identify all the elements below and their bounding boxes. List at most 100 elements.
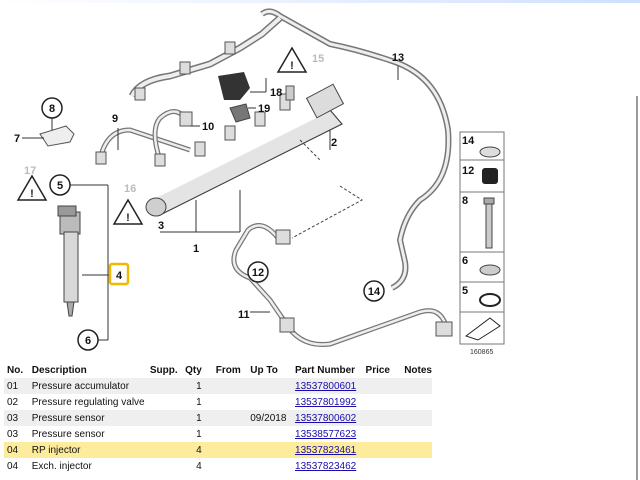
cell-supp [146, 410, 183, 426]
callout-2: 2 [331, 137, 337, 149]
cell-qty: 4 [182, 442, 213, 458]
cell-from [212, 442, 248, 458]
callout-7: 7 [14, 133, 20, 145]
callout-5: 5 [57, 180, 63, 192]
cell-no: 04 [4, 458, 29, 474]
cell-description: RP injector [28, 442, 147, 458]
callout-3: 3 [158, 220, 164, 232]
callout-12: 12 [252, 267, 264, 279]
cell-qty: 1 [182, 394, 213, 410]
callout-14: 14 [368, 286, 381, 298]
col-header-price: Price [362, 362, 402, 378]
panel-label-12: 12 [462, 165, 474, 177]
cell-notes [401, 410, 432, 426]
cell-price [362, 378, 402, 394]
cell-notes [401, 394, 432, 410]
callout-6: 6 [85, 335, 91, 347]
col-header-notes: Notes [401, 362, 432, 378]
cell-supp [146, 378, 183, 394]
callout-19: 19 [258, 103, 270, 115]
cell-qty: 1 [182, 410, 213, 426]
warning-triangle-icon: ! 15 [276, 46, 324, 73]
cell-description: Pressure accumulator [28, 378, 147, 394]
cell-up-to [247, 426, 293, 442]
col-header-from: From [212, 362, 248, 378]
svg-text:!: ! [290, 60, 294, 72]
warning-triangle-icon: ! 17 [16, 165, 48, 201]
callout-13: 13 [392, 52, 404, 64]
callout-4: 4 [116, 270, 123, 282]
col-header-description: Description [28, 362, 147, 378]
table-row: 03 Pressure sensor 1 09/2018 13537800602 [4, 410, 432, 426]
cell-description: Pressure sensor [28, 426, 147, 442]
cell-no: 02 [4, 394, 29, 410]
cell-qty: 1 [182, 378, 213, 394]
cell-no: 01 [4, 378, 29, 394]
callout-9: 9 [112, 113, 118, 125]
panel-label-14: 14 [462, 135, 475, 147]
table-row: 03 Pressure sensor 1 13538577623 [4, 426, 432, 442]
table-row: 01 Pressure accumulator 1 13537800601 [4, 378, 432, 394]
part-number-link[interactable]: 13537800601 [295, 380, 357, 392]
col-header-part-number: Part Number [292, 362, 363, 378]
cell-up-to [247, 394, 293, 410]
highlight-box-4 [108, 262, 130, 286]
part-number-link[interactable]: 13537801992 [295, 396, 357, 408]
cell-up-to [247, 378, 293, 394]
callout-18: 18 [270, 87, 282, 99]
cell-supp [146, 442, 183, 458]
col-header-up-to: Up To [247, 362, 293, 378]
cell-price [362, 394, 402, 410]
cell-price [362, 458, 402, 474]
figure-number: 160865 [470, 349, 493, 356]
callout-11: 11 [238, 309, 250, 321]
part-number-link[interactable]: 13538577623 [295, 428, 357, 440]
svg-text:!: ! [30, 188, 34, 200]
col-header-no: No. [4, 362, 29, 378]
cell-description: Pressure sensor [28, 410, 147, 426]
cell-from [212, 410, 248, 426]
warning-triangle-icon: ! 16 [112, 183, 144, 225]
cell-supp [146, 458, 183, 474]
panel-label-6: 6 [462, 255, 468, 267]
table-row: 04 Exch. injector 4 13537823462 [4, 458, 432, 474]
parts-table: No. Description Supp. Qty From Up To Par… [4, 362, 432, 474]
table-row-highlighted: 04 RP injector 4 13537823461 [4, 442, 432, 458]
part-number-link[interactable]: 13537823462 [295, 460, 357, 472]
cell-supp [146, 394, 183, 410]
svg-text:!: ! [126, 212, 130, 224]
cell-up-to [247, 442, 293, 458]
cell-notes [401, 458, 432, 474]
parts-diagram: 8 7 9 10 5 4 6 3 1 2 11 12 13 14 18 19 !… [14, 8, 505, 356]
injector [57, 205, 81, 317]
arrow-icon [464, 317, 501, 341]
cell-qty: 4 [182, 458, 213, 474]
cell-price [362, 410, 402, 426]
panel-label-5: 5 [462, 285, 468, 297]
cell-notes [401, 426, 432, 442]
cell-notes [401, 442, 432, 458]
part-number-link[interactable]: 13537800602 [295, 412, 357, 424]
scrollbar[interactable] [636, 96, 638, 480]
table-row: 02 Pressure regulating valve 1 135378019… [4, 394, 432, 410]
part-number-link[interactable]: 13537823461 [295, 444, 357, 456]
callout-8: 8 [49, 103, 55, 115]
cell-no: 03 [4, 426, 29, 442]
cell-no: 03 [4, 410, 29, 426]
cell-price [362, 442, 402, 458]
cell-qty: 1 [182, 426, 213, 442]
top-border [0, 0, 640, 3]
callout-10: 10 [202, 121, 214, 133]
panel-label-8: 8 [462, 195, 468, 207]
side-parts-panel: 14 12 8 6 5 [459, 131, 505, 345]
cell-description: Exch. injector [28, 458, 147, 474]
callout-17: 17 [24, 165, 36, 177]
cell-supp [146, 426, 183, 442]
table-header-row: No. Description Supp. Qty From Up To Par… [4, 362, 432, 378]
callout-1: 1 [193, 243, 199, 255]
cell-price [362, 426, 402, 442]
callout-15: 15 [312, 53, 324, 65]
cell-description: Pressure regulating valve [28, 394, 147, 410]
cell-up-to [247, 458, 293, 474]
cell-notes [401, 378, 432, 394]
